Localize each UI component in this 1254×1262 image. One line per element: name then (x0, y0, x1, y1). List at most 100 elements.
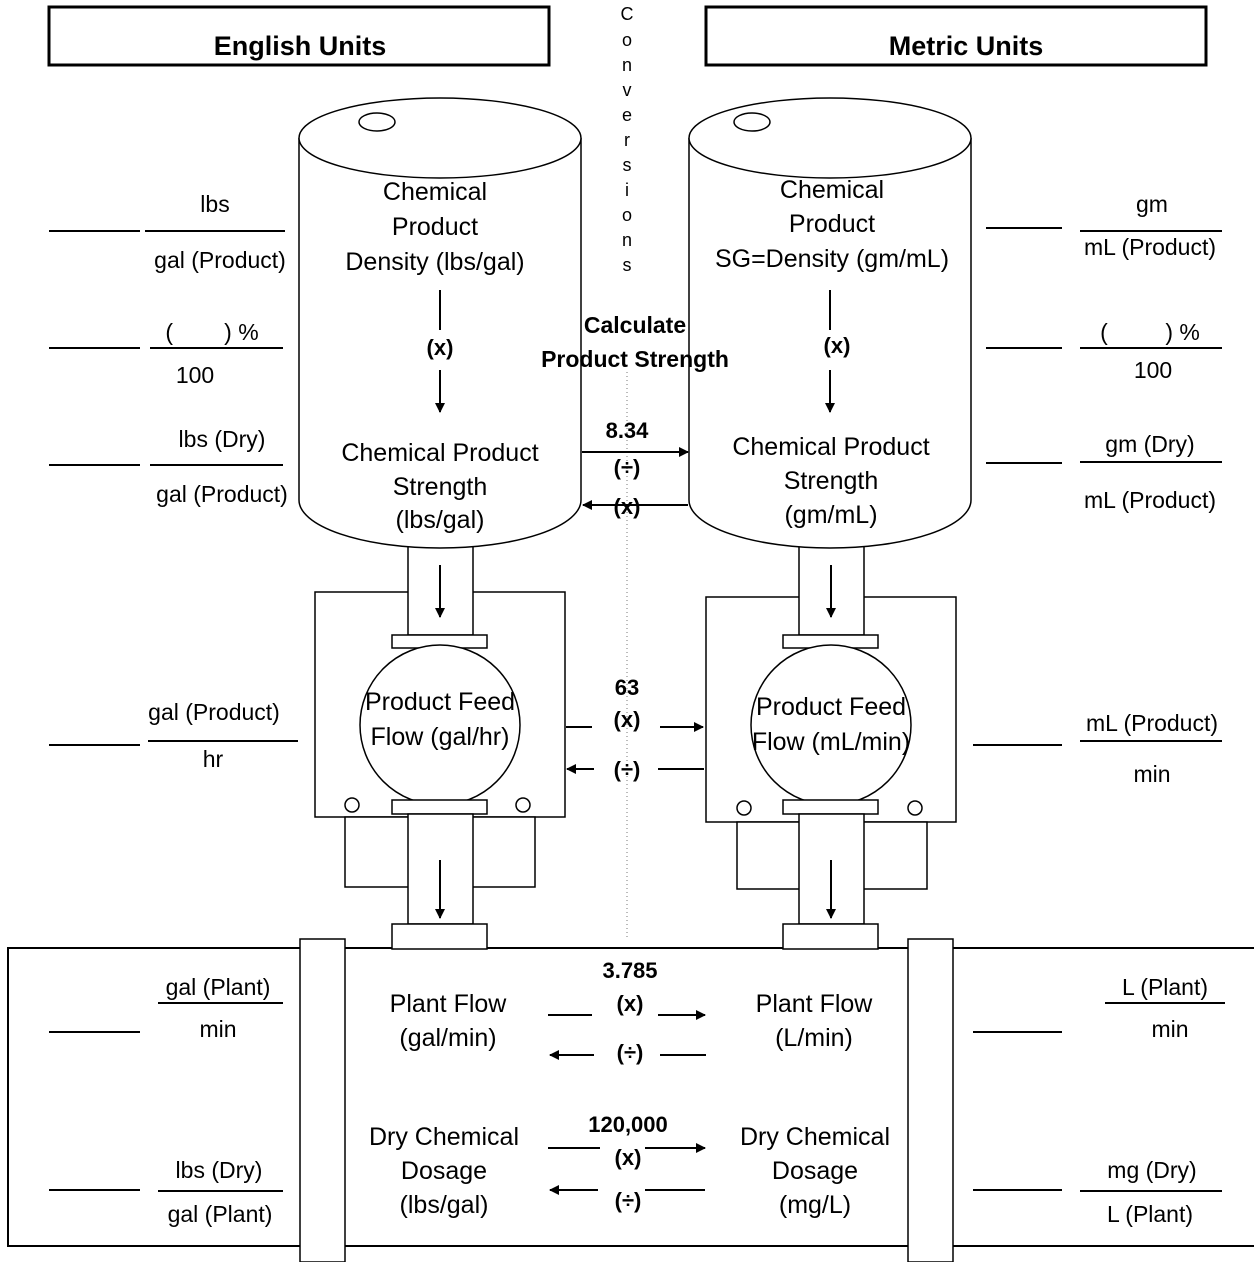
conversion-feed-flow: 63 (x) (÷) (566, 675, 704, 782)
metric-density-label-2: Product (789, 210, 875, 238)
metric-strength-label-1: Chemical Product (732, 433, 929, 461)
metric-header: Metric Units (704, 5, 1208, 67)
metric-strength-label-3: (gm/mL) (784, 501, 877, 529)
fraction-denominator: 100 (1134, 357, 1172, 383)
svg-text:v: v (623, 80, 632, 100)
conversions-vertical-label: C o n v e r s i o n s (621, 4, 634, 275)
english-fraction-percent: ( ) % 100 (49, 319, 283, 388)
conversion-strength: 8.34 (÷) (x) (582, 418, 689, 519)
conversion-dosage: 120,000 (x) (÷) (548, 1112, 706, 1213)
svg-text:s: s (623, 255, 632, 275)
factor-8-34: 8.34 (606, 418, 650, 443)
english-fraction-feed-flow: gal (Product) hr (49, 699, 298, 772)
english-pump-label-2: Flow (gal/hr) (371, 723, 510, 751)
fraction-denominator: gal (Product) (156, 481, 288, 507)
english-dosage-label-2: Dosage (401, 1157, 487, 1185)
product-strength-label: Product Strength (541, 346, 729, 372)
plant-pipe (7, 938, 1254, 1262)
english-strength-label-1: Chemical Product (341, 439, 538, 467)
metric-density-label-3: SG=Density (gm/mL) (715, 245, 949, 273)
english-strength-label-2: Strength (393, 473, 488, 501)
metric-header-text: Metric Units (889, 31, 1044, 61)
back-op: (÷) (617, 1040, 644, 1065)
svg-text:n: n (622, 55, 632, 75)
metric-density-label-1: Chemical (780, 176, 884, 204)
back-op: (x) (614, 494, 641, 519)
svg-text:C: C (621, 4, 634, 24)
fraction-denominator: hr (203, 746, 224, 772)
fraction-denominator: min (1133, 761, 1170, 787)
svg-text:e: e (622, 105, 632, 125)
english-dosage-label-3: (lbs/gal) (400, 1191, 489, 1219)
fraction-numerator: gal (Plant) (166, 974, 271, 1000)
calculate-label: Calculate (584, 312, 686, 338)
fraction-numerator: gal (Product) (148, 699, 280, 725)
english-density-label-2: Product (392, 213, 478, 241)
metric-pump-label-1: Product Feed (756, 693, 906, 721)
fraction-denominator: min (1151, 1016, 1188, 1042)
english-multiply-label: (x) (427, 335, 454, 360)
fraction-denominator: 100 (176, 362, 214, 388)
fraction-numerator: ( ) % (1100, 319, 1200, 345)
metric-fraction-percent: ( ) % 100 (986, 319, 1222, 383)
english-density-label-3: Density (lbs/gal) (345, 248, 524, 276)
svg-text:i: i (625, 180, 629, 200)
fraction-denominator: mL (Product) (1084, 487, 1216, 513)
english-dosage-label-1: Dry Chemical (369, 1123, 519, 1151)
english-strength-label-3: (lbs/gal) (396, 506, 485, 534)
english-tank (298, 97, 582, 549)
metric-dosage-label-3: (mg/L) (779, 1191, 851, 1219)
metric-dosage-label-2: Dosage (772, 1157, 858, 1185)
english-fraction-strength: lbs (Dry) gal (Product) (49, 426, 288, 507)
factor-3-785: 3.785 (602, 958, 657, 983)
metric-fraction-plant-flow: L (Plant) min (973, 974, 1225, 1042)
back-op: (÷) (615, 1188, 642, 1213)
english-pump (314, 544, 566, 950)
forward-op: (x) (614, 707, 641, 732)
svg-text:s: s (623, 155, 632, 175)
svg-text:r: r (624, 130, 630, 150)
metric-plant-flow-label-2: (L/min) (775, 1024, 853, 1052)
fraction-denominator: min (199, 1016, 236, 1042)
metric-fraction-dosage: mg (Dry) L (Plant) (973, 1157, 1222, 1227)
english-density-label-1: Chemical (383, 178, 487, 206)
fraction-numerator: ( ) % (165, 319, 258, 345)
metric-pump-label-2: Flow (mL/min) (752, 728, 910, 756)
factor-120000: 120,000 (588, 1112, 668, 1137)
fraction-numerator: lbs (200, 191, 229, 217)
english-fraction-density: lbs gal (Product) (49, 191, 286, 273)
forward-op: (x) (617, 991, 644, 1016)
metric-pump (705, 544, 957, 950)
english-fraction-plant-flow: gal (Plant) min (49, 974, 283, 1042)
metric-plant-flow-label-1: Plant Flow (756, 990, 874, 1018)
fraction-denominator: gal (Product) (154, 247, 286, 273)
metric-fraction-strength: gm (Dry) mL (Product) (986, 431, 1222, 513)
english-pump-label-1: Product Feed (365, 688, 515, 716)
fraction-numerator: gm (Dry) (1105, 431, 1194, 457)
fraction-numerator: lbs (Dry) (179, 426, 266, 452)
english-fraction-dosage: lbs (Dry) gal (Plant) (49, 1157, 283, 1227)
english-header-text: English Units (214, 31, 387, 61)
english-header: English Units (47, 5, 551, 67)
svg-text:o: o (622, 205, 632, 225)
forward-op: (÷) (614, 455, 641, 480)
back-op: (÷) (614, 757, 641, 782)
conversion-plant-flow: 3.785 (x) (÷) (548, 958, 706, 1065)
metric-tank (688, 97, 972, 549)
metric-multiply-label: (x) (824, 333, 851, 358)
english-plant-flow-label-2: (gal/min) (399, 1024, 496, 1052)
fraction-denominator: gal (Plant) (168, 1201, 273, 1227)
metric-strength-label-2: Strength (784, 467, 879, 495)
metric-fraction-density: gm mL (Product) (986, 191, 1222, 260)
fraction-numerator: mg (Dry) (1107, 1157, 1196, 1183)
fraction-denominator: L (Plant) (1107, 1201, 1193, 1227)
fraction-numerator: mL (Product) (1086, 710, 1218, 736)
fraction-numerator: L (Plant) (1122, 974, 1208, 1000)
fraction-numerator: gm (1136, 191, 1168, 217)
fraction-denominator: mL (Product) (1084, 234, 1216, 260)
metric-dosage-label-1: Dry Chemical (740, 1123, 890, 1151)
factor-63: 63 (615, 675, 639, 700)
english-plant-flow-label-1: Plant Flow (390, 990, 508, 1018)
svg-text:o: o (622, 30, 632, 50)
